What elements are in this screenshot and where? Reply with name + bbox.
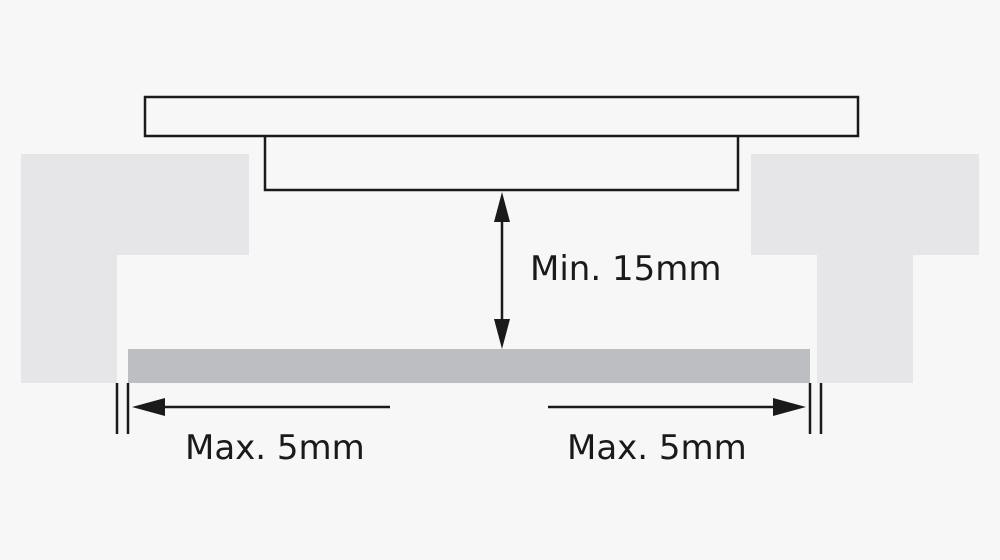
left-gap-marker xyxy=(115,383,130,434)
bottom-panel xyxy=(128,349,810,383)
left-gap-label: Max. 5mm xyxy=(185,428,365,468)
left-gap-arrow xyxy=(132,398,390,416)
right-wall xyxy=(751,154,979,383)
top-plate xyxy=(143,95,860,138)
right-gap-label: Max. 5mm xyxy=(567,428,747,468)
min-clearance-label: Min. 15mm xyxy=(530,249,722,289)
bracket-block xyxy=(263,136,740,192)
right-gap-arrow xyxy=(548,398,806,416)
vertical-dimension-arrow xyxy=(494,192,510,349)
left-wall xyxy=(21,154,249,383)
right-gap-marker xyxy=(808,383,823,434)
